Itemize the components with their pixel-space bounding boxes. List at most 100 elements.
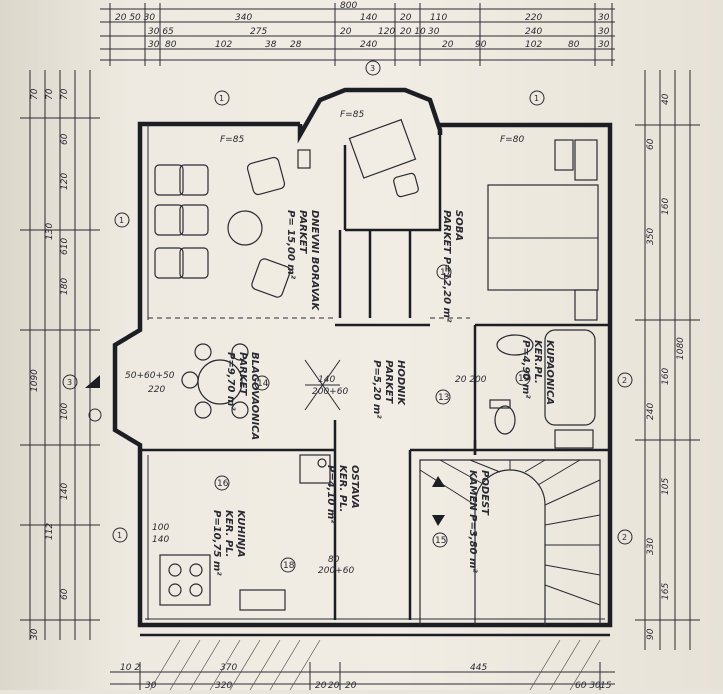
terrace-hatch <box>140 633 610 691</box>
annotation: 220 <box>148 385 165 395</box>
dim-label: 240 <box>646 403 656 420</box>
dim-label: 30 <box>148 40 160 50</box>
dim-label: 30 <box>428 27 440 37</box>
room-number: 15 <box>435 536 446 546</box>
dim-label: 60 <box>646 138 656 150</box>
axis-marker-label: 1 <box>219 94 224 103</box>
dim-label: 60 <box>60 133 70 145</box>
annotation: 200+60 <box>318 566 354 576</box>
dim-label: 275 <box>250 27 267 37</box>
room-name: SOBA <box>453 210 464 241</box>
hall-opening-symbol <box>304 359 341 411</box>
room-number: 18 <box>283 561 295 571</box>
dim-label: 20 <box>345 681 357 690</box>
room-floor: PARKET P=12,20 m² <box>441 210 452 323</box>
dim-label: 70 <box>60 88 70 100</box>
dim-label: 30 <box>145 681 157 690</box>
dim-label: 220 <box>525 13 542 23</box>
room-area: P= 15,00 m² <box>285 210 296 280</box>
dim-label: 28 <box>290 40 302 50</box>
dim-label: 40 <box>661 93 671 105</box>
dim-label: 20 <box>442 40 454 50</box>
annotation: 100 <box>152 523 169 533</box>
dim-label: 130 <box>45 223 55 240</box>
right-dimension-chains: 40 60 160 350 1080 160 240 105 330 165 9… <box>635 70 700 650</box>
dim-label: 20 <box>400 13 412 23</box>
dim-label: 80 <box>568 40 580 50</box>
dim-label: 240 <box>525 27 542 37</box>
annotation: F=85 <box>220 135 244 145</box>
dim-label: 240 <box>360 40 377 50</box>
dim-label: 60 30 <box>575 681 601 690</box>
annotation: 140 <box>318 375 335 385</box>
dim-label: 30 <box>30 628 40 640</box>
annotation: 200+60 <box>312 387 348 397</box>
annotation: F=85 <box>340 110 364 120</box>
room-name: DNEVNI BORAVAK <box>309 210 320 311</box>
dim-label: 350 <box>646 228 656 245</box>
annotation: 20 200 <box>455 375 487 385</box>
room-labels: DNEVNI BORAVAK PARKET P= 15,00 m² SOBA P… <box>211 210 555 576</box>
room-number: 13 <box>438 393 449 403</box>
dim-label: 102 <box>525 40 542 50</box>
axis-marker-label: 3 <box>370 64 375 73</box>
room-name: KUPAONICA <box>544 340 555 405</box>
dim-label: 30 <box>598 40 610 50</box>
dim-label: 80 <box>165 40 177 50</box>
dim-label: 100 <box>60 403 70 420</box>
axis-markers: 1 3 1 1 3 2 1 2 <box>62 60 633 545</box>
dim-label: 30 <box>598 27 610 37</box>
room-area: P=4,90 m² <box>520 340 531 399</box>
axis-marker-label: 1 <box>534 94 539 103</box>
room-area: P=9,70 m² <box>225 352 236 411</box>
top-dimension-chains: 800 20 50 30 340 140 20 110 220 30 30 65… <box>100 1 615 66</box>
room-name: KUHINJA <box>235 510 246 557</box>
dim-label: 20 50 30 <box>115 13 155 23</box>
dim-label: 20 <box>340 27 352 37</box>
dim-label: 165 <box>661 583 671 600</box>
annotation: 50+60+50 <box>125 371 175 381</box>
dim-label: 20 10 <box>400 27 426 37</box>
room-floor: KER. PL. <box>337 465 348 512</box>
room-area: P=5,20 m² <box>371 360 382 419</box>
exterior-walls <box>112 87 613 628</box>
left-dimension-chains: 70 70 70 60 120 130 610 180 1090 100 140… <box>20 70 100 640</box>
room-number: 17 <box>440 268 451 278</box>
bedroom-furniture <box>487 139 599 321</box>
room-name: OSTAVA <box>349 465 360 509</box>
dim-label: 30 <box>598 13 610 23</box>
annotation: F=80 <box>500 135 524 145</box>
dim-label: 120 <box>60 173 70 190</box>
dim-label: 340 <box>235 13 252 23</box>
bathroom-furniture <box>489 329 596 449</box>
dim-label: 330 <box>646 538 656 555</box>
axis-marker-label: 3 <box>67 378 72 387</box>
dim-label: 30 65 <box>148 27 174 37</box>
section-marker <box>85 375 102 422</box>
room-number: 14 <box>257 379 269 389</box>
dim-label: 20 <box>315 681 327 690</box>
dim-label: 320 <box>215 681 232 690</box>
dim-label: 90 <box>646 628 656 640</box>
room-area: P=4,10 m² <box>325 465 336 524</box>
dim-label: 140 <box>60 483 70 500</box>
dining-furniture <box>181 343 249 419</box>
dim-label: 20 <box>328 681 340 690</box>
room-number: 16 <box>217 479 229 489</box>
dim-label: 105 <box>661 478 671 495</box>
room-floor: KER. PL. <box>223 510 234 557</box>
dim-label: 610 <box>60 238 70 255</box>
room-number: 19 <box>518 374 530 384</box>
room-floor: KAMEN P=3,80 m² <box>467 470 478 573</box>
dim-label: 110 <box>430 13 447 23</box>
kitchen-furniture <box>159 454 331 611</box>
dim-label: 102 <box>215 40 232 50</box>
axis-marker-label: 1 <box>117 531 122 540</box>
dim-label: 10 2 <box>120 663 140 673</box>
annotation: 140 <box>152 535 169 545</box>
axis-marker-label: 1 <box>119 216 124 225</box>
dim-label: 112 <box>45 523 55 540</box>
dim-label: 445 <box>470 663 487 673</box>
staircase <box>419 459 601 625</box>
